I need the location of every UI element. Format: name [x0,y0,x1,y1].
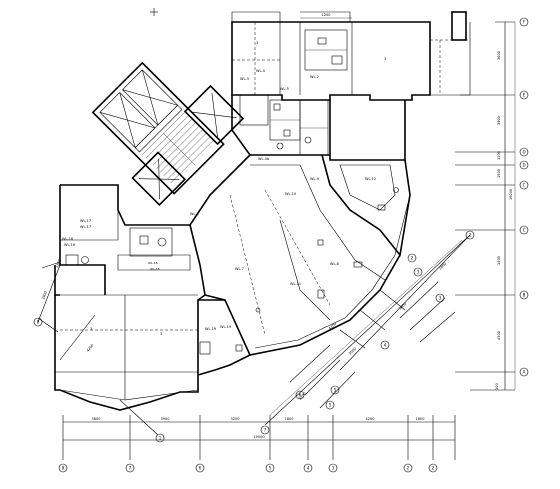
axis-bubble: D [519,160,529,170]
svg-text:3: 3 [160,332,162,336]
svg-text:6: 6 [299,393,302,398]
svg-text:4200: 4200 [328,322,337,331]
bottom-dim-3: 3200 [231,417,240,421]
svg-text:2: 2 [407,466,410,471]
room-label: WL-5 [280,87,289,91]
axis-bubble: C [519,180,529,190]
room-label: WL-18 [150,267,160,271]
svg-text:7: 7 [129,466,132,471]
right-dim-5: 1400 [497,256,501,265]
svg-text:WL-18: WL-18 [148,261,158,265]
axis-bubble: B [519,290,529,300]
top-dimension: 1200 [300,13,352,19]
axis-bubble: A [519,367,529,377]
bottom-dim-6: 1800 [416,417,425,421]
lower-left-rooms: 3 3 [54,294,206,411]
axis-bubble: F [519,17,529,27]
svg-text:4200: 4200 [86,343,95,352]
svg-text:1: 1 [159,436,162,441]
svg-text:6: 6 [199,466,202,471]
top-dim-label: 1200 [322,13,331,17]
room-label: WL-4b [258,157,270,161]
svg-text:8: 8 [62,466,65,471]
left-diagonal-dimensions: 3900 1800 4200 8 1 [33,259,165,443]
svg-text:3: 3 [332,466,335,471]
left-wing: WL-17 WL-16 WL-18 [54,184,191,296]
svg-text:2: 2 [411,256,414,261]
right-dim-4: 1500 [497,169,501,178]
svg-text:3900: 3900 [41,291,48,301]
svg-text:3200: 3200 [298,392,307,401]
right-dim-2: 3900 [497,116,501,125]
svg-text:2: 2 [469,233,472,238]
svg-text:3: 3 [256,41,258,45]
top-left-tick [150,8,158,16]
svg-text:D: D [522,150,525,155]
svg-text:C: C [523,228,526,233]
room-label: WL-4 [256,69,266,73]
bottom-total: 19000 [253,435,264,439]
bottom-dim-4: 1800 [285,417,294,421]
svg-text:WL-17: WL-17 [80,219,91,223]
svg-text:WL-7: WL-7 [235,267,244,271]
svg-text:WL-12: WL-12 [365,177,376,181]
axis-bubble: E [519,90,529,100]
svg-text:A: A [523,370,526,375]
room-labels: WL-4b WL-17 WL-16 WL-18 WL-19 WL-9 WL-11… [64,69,339,329]
stair-core [91,61,225,195]
bottom-dimensions: 3600 3900 3200 1800 4200 1800 19000 8 7 … [58,415,456,473]
room-label: WL-17 [80,225,91,229]
right-dimensions: 3600 3900 1200 1500 1400 4500 19200 100 … [455,17,529,391]
svg-text:5: 5 [329,403,332,408]
lift-shafts [131,84,245,207]
room-label: WL-16 [64,243,75,247]
svg-text:7: 7 [264,428,267,433]
svg-text:F: F [523,20,526,25]
axis-bubble: D [519,147,529,157]
svg-text:3900: 3900 [348,347,357,356]
svg-text:WL-3: WL-3 [190,212,199,216]
svg-text:3: 3 [417,270,420,275]
svg-text:WL-10: WL-10 [285,192,296,196]
svg-text:100: 100 [495,383,499,390]
svg-text:4: 4 [384,343,387,348]
fixtures [235,187,399,352]
svg-text:1800: 1800 [55,259,62,269]
svg-text:5: 5 [334,388,337,393]
top-block: 3 3 WL-2 WL-3 [231,11,471,101]
right-dim-1: 3600 [497,51,501,60]
room-label: WL-19 [220,325,231,329]
svg-text:3: 3 [439,296,442,301]
svg-text:1800: 1800 [398,302,407,311]
svg-text:4: 4 [307,466,310,471]
room-label: WL-11 [290,282,301,286]
svg-text:C: C [523,183,526,188]
svg-text:19200: 19200 [509,189,513,200]
svg-text:1800: 1800 [438,262,447,271]
lower-mid-room: WL-19 [197,299,252,376]
diagonal-dimensions: 3200 3900 1800 1800 4200 7 6 5 5 4 3 3 2… [260,230,475,435]
room-label: WL-8 [330,262,339,266]
svg-text:3: 3 [90,327,92,331]
room-label: WL-9 [310,177,319,181]
svg-text:2: 2 [432,466,435,471]
svg-text:B: B [523,293,526,298]
svg-text:WL-2: WL-2 [310,75,319,79]
right-dim-6: 4500 [497,331,501,340]
svg-text:5: 5 [269,466,272,471]
axis-bubble: C [519,225,529,235]
svg-text:WL-19: WL-19 [205,327,216,331]
svg-text:3: 3 [384,57,386,61]
right-dim-3: 1200 [497,151,501,160]
bottom-dim-1: 3600 [92,417,101,421]
svg-text:8: 8 [37,320,40,325]
bottom-dim-5: 4200 [366,417,375,421]
bottom-dim-2: 3900 [161,417,170,421]
svg-text:WL-16: WL-16 [62,237,73,241]
svg-text:D: D [522,163,525,168]
svg-text:WL-3: WL-3 [240,77,249,81]
svg-text:E: E [523,93,526,98]
